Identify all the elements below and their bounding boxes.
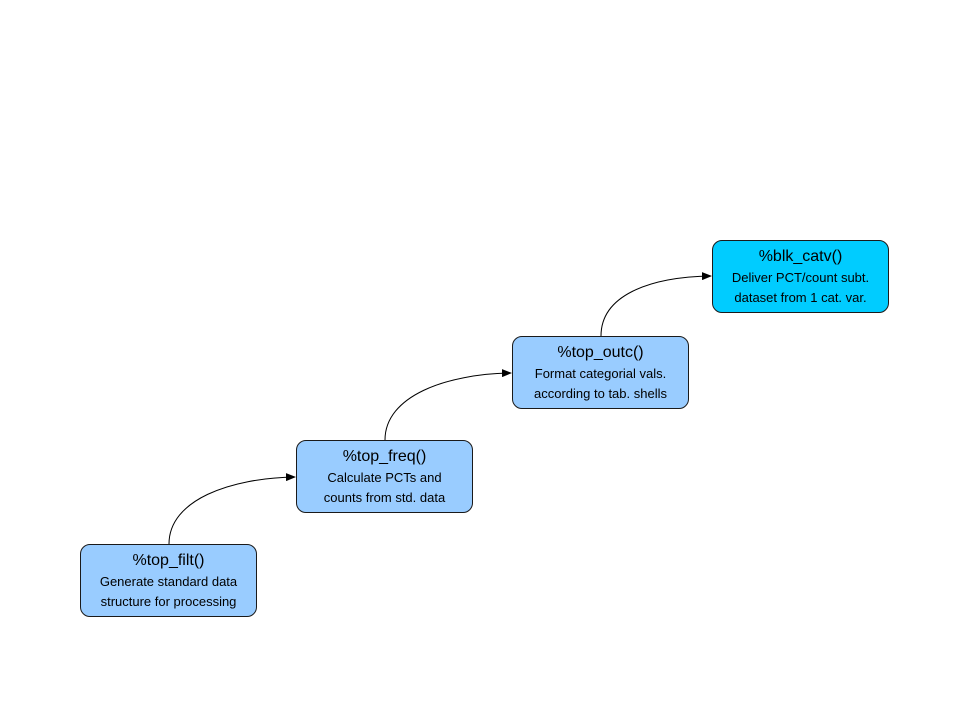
node-blk-catv: %blk_catv() Deliver PCT/count subt. data…: [712, 240, 889, 313]
connector-arrow: [600, 272, 712, 337]
node-description-line: Generate standard data: [99, 574, 238, 589]
node-title: %top_freq(): [342, 448, 427, 465]
node-description-line: dataset from 1 cat. var.: [734, 290, 867, 305]
node-top-outc: %top_outc() Format categorial vals. acco…: [512, 336, 689, 409]
node-description-line: Calculate PCTs and: [327, 470, 442, 485]
node-description: Generate standard data structure for pro…: [81, 572, 256, 612]
node-description: Format categorial vals. according to tab…: [513, 364, 688, 404]
node-description: Calculate PCTs and counts from std. data: [297, 468, 472, 508]
node-description-line: counts from std. data: [323, 490, 446, 505]
node-top-filt: %top_filt() Generate standard data struc…: [80, 544, 257, 617]
node-title: %top_outc(): [557, 344, 644, 361]
connector-arrow: [168, 473, 296, 545]
node-description-line: Format categorial vals.: [534, 366, 667, 381]
node-description-line: Deliver PCT/count subt.: [731, 270, 870, 285]
node-title: %top_filt(): [132, 552, 205, 569]
connector-arrow: [384, 369, 512, 441]
node-description-line: according to tab. shells: [534, 386, 667, 401]
node-description: Deliver PCT/count subt. dataset from 1 c…: [713, 268, 888, 308]
node-title: %blk_catv(): [758, 248, 843, 265]
node-description-line: structure for processing: [100, 594, 237, 609]
node-top-freq: %top_freq() Calculate PCTs and counts fr…: [296, 440, 473, 513]
